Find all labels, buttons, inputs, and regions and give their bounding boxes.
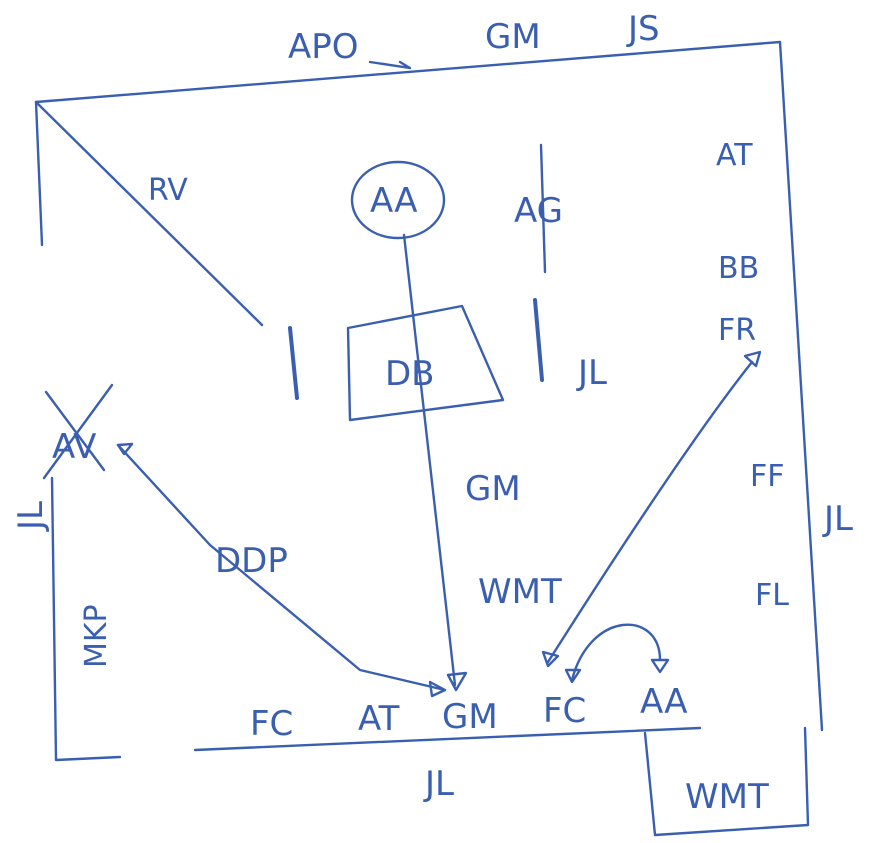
arrowhead-fc <box>541 650 560 668</box>
av-strike-line-1 <box>44 390 106 472</box>
arrow-fr-to-fc <box>546 360 754 664</box>
label-at-bottom: AT <box>358 699 400 739</box>
label-wmt-annex: WMT <box>685 777 769 817</box>
label-aa-bottom: AA <box>640 682 687 722</box>
room-left-wall-lower <box>50 476 122 762</box>
label-bb: BB <box>718 251 759 286</box>
arrow-aa-to-gm <box>402 233 457 687</box>
label-aa: AA <box>370 181 417 221</box>
arrowhead-gm <box>446 671 468 692</box>
room-bottom-wall <box>193 726 702 752</box>
label-av: AV <box>52 427 96 467</box>
arrowhead-fc-start <box>564 668 582 684</box>
label-gm-top: GM <box>485 17 541 57</box>
label-ag: AG <box>514 191 563 231</box>
partition-right <box>533 298 544 382</box>
arrowhead-fr <box>743 350 762 368</box>
label-fl: FL <box>755 578 789 613</box>
arrow-fc-to-aa <box>570 623 662 682</box>
label-jl-bottom: JL <box>423 764 454 804</box>
label-gm-mid: GM <box>465 469 521 509</box>
label-jl-mid: JL <box>576 353 607 393</box>
label-apo: APO <box>288 27 359 67</box>
label-fc-1: FC <box>250 704 293 744</box>
ag-divider-line <box>539 143 547 274</box>
rv-diagonal-line <box>34 100 264 327</box>
label-fr: FR <box>718 313 756 348</box>
label-jl-right: JL <box>822 499 853 539</box>
arrow-av-to-at <box>116 443 447 692</box>
label-at-right: AT <box>716 138 753 173</box>
label-gm-bottom: GM <box>442 697 498 737</box>
arrowhead-aa <box>650 658 670 674</box>
apo-arrow <box>368 60 412 70</box>
aa-circle <box>350 160 446 240</box>
room-left-wall-upper <box>34 100 44 247</box>
label-db: DB <box>385 354 435 394</box>
arrowhead-av <box>116 442 134 456</box>
wmt-annex-outline <box>643 726 810 837</box>
arrowhead-at <box>428 680 447 698</box>
db-box <box>346 304 505 422</box>
room-top-right-wall <box>34 40 824 732</box>
label-ff: FF <box>750 459 785 494</box>
label-fc-2: FC <box>543 691 586 731</box>
label-ddp: DDP <box>215 541 288 581</box>
partition-left <box>288 326 299 400</box>
label-wmt-mid: WMT <box>478 572 562 612</box>
label-jl-left: JL <box>11 501 51 532</box>
label-mkp: MKP <box>79 604 114 668</box>
label-js-top: JS <box>626 9 660 49</box>
label-rv: RV <box>148 173 188 208</box>
av-strike-line-2 <box>42 383 114 480</box>
